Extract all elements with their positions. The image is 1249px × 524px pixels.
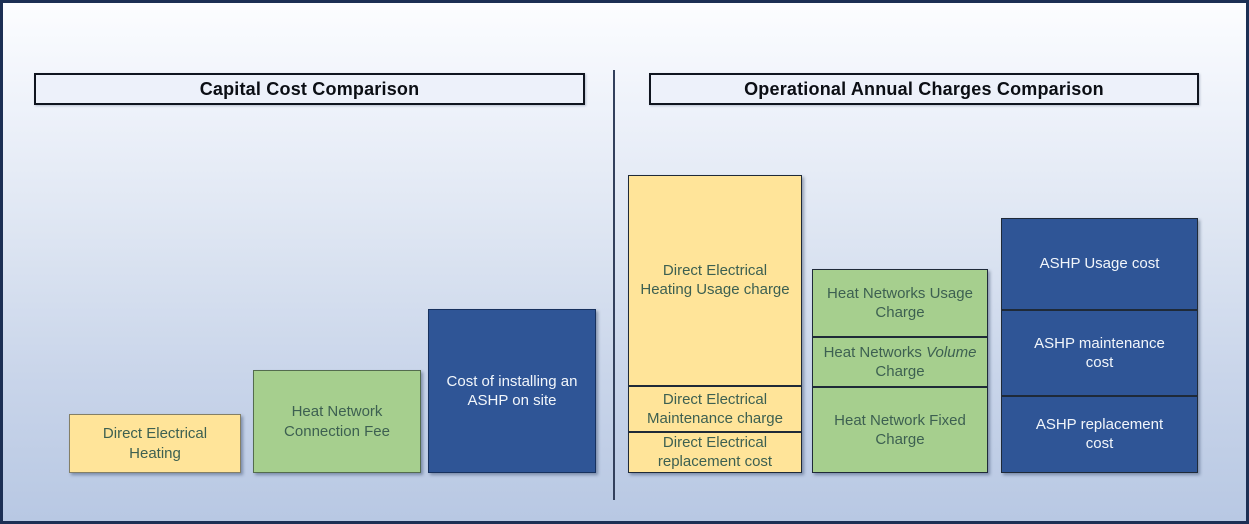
segment-heat-network-fixed-charge: Heat Network Fixed Charge: [813, 385, 987, 472]
bar-direct-electrical-heating: Direct Electrical Heating: [69, 414, 241, 473]
bar-label-heat-network-connection-fee: Heat Network Connection Fee: [284, 403, 390, 440]
bar-heat-network-connection-fee: Heat Network Connection Fee: [253, 370, 421, 473]
segment-label-direct-electrical-replacement-cost: Direct Electrical replacement cost: [657, 434, 773, 471]
segment-label-heat-network-fixed-charge: Heat Network Fixed Charge: [834, 411, 966, 448]
segment-label-ashp-maintenance-cost: ASHP maintenance cost: [1034, 334, 1165, 371]
segment-label-direct-electrical-heating-usage-charge: Direct Electrical Heating Usage charge: [640, 262, 790, 299]
capital-cost-title: Capital Cost Comparison: [199, 78, 420, 99]
segment-direct-electrical-heating-usage-charge: Direct Electrical Heating Usage charge: [629, 176, 801, 385]
segment-direct-electrical-replacement-cost: Direct Electrical replacement cost: [629, 430, 801, 472]
section-divider: [613, 70, 615, 500]
segment-label-ashp-replacement-cost: ASHP replacement cost: [1035, 416, 1164, 453]
capital-cost-title-box: Capital Cost Comparison: [34, 73, 585, 105]
segment-direct-electrical-maintenance-charge: Direct Electrical Maintenance charge: [629, 384, 801, 431]
segment-label-ashp-usage-cost: ASHP Usage cost: [1039, 255, 1160, 273]
segment-ashp-replacement-cost: ASHP replacement cost: [1002, 394, 1197, 472]
operational-charges-title-box: Operational Annual Charges Comparison: [649, 73, 1199, 105]
segment-label-direct-electrical-maintenance-charge: Direct Electrical Maintenance charge: [647, 390, 783, 427]
segment-heat-networks-usage-charge: Heat Networks Usage Charge: [813, 270, 987, 336]
bars-layer: Direct Electrical Heating Heat Network Co…: [3, 3, 1246, 521]
segment-ashp-usage-cost: ASHP Usage cost: [1002, 219, 1197, 309]
segment-ashp-maintenance-cost: ASHP maintenance cost: [1002, 308, 1197, 395]
bar-cost-of-installing-ashp: Cost of installing an ASHP on site: [428, 309, 596, 473]
segment-label-heat-networks-volume-charge: Heat Networks Volume Charge: [823, 343, 977, 380]
segment-label-heat-networks-usage-charge: Heat Networks Usage Charge: [827, 284, 973, 321]
operational-charges-title: Operational Annual Charges Comparison: [744, 78, 1104, 99]
bar-label-direct-electrical-heating: Direct Electrical Heating: [102, 425, 208, 462]
bar-label-cost-of-installing-ashp: Cost of installing an ASHP on site: [446, 372, 578, 409]
segment-heat-networks-volume-charge: Heat Networks Volume Charge: [813, 336, 987, 386]
